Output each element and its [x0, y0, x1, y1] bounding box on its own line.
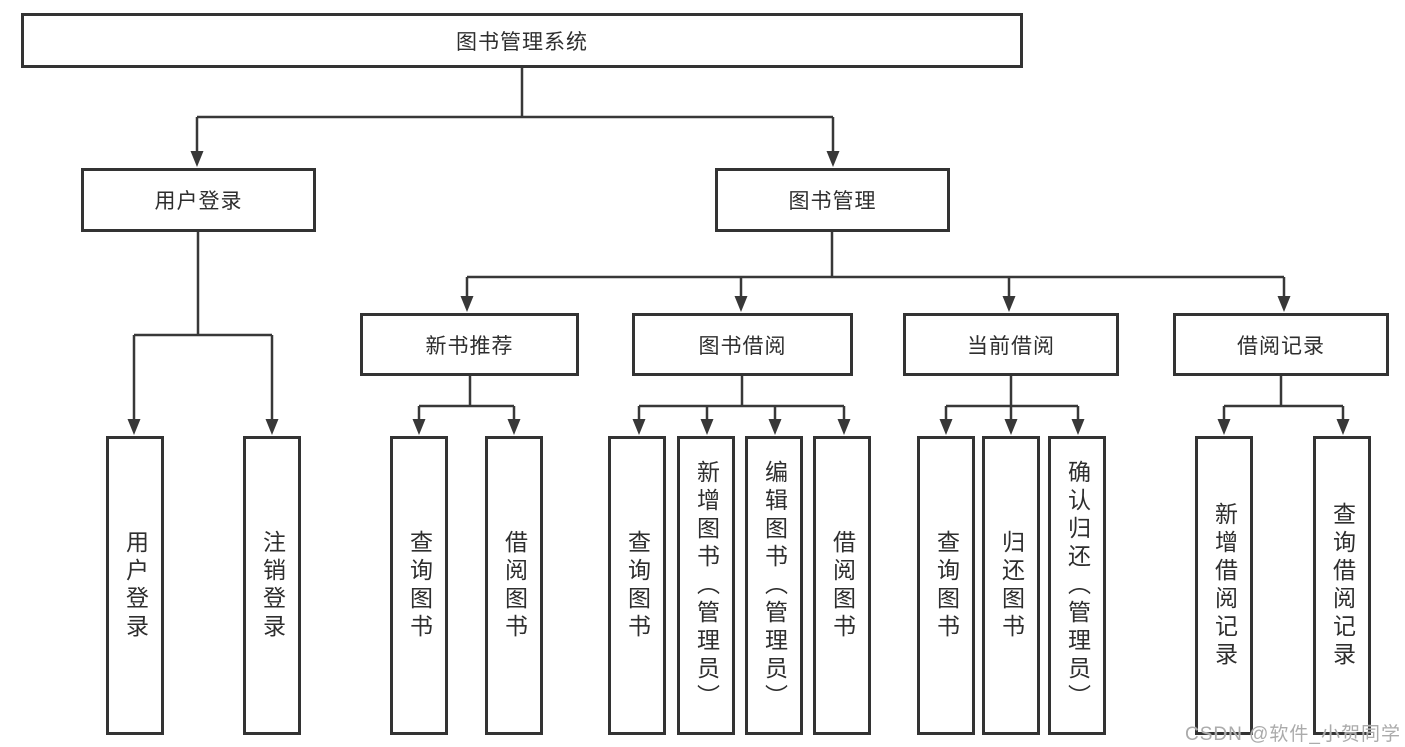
leaf-confirm-return-admin: 确认归还（管理员）	[1048, 436, 1106, 735]
node-library-system: 图书管理系统	[21, 13, 1023, 68]
leaf-return-books: 归还图书	[982, 436, 1040, 735]
leaf-query-books-borrowing: 查询图书	[608, 436, 666, 735]
node-new-book-recommend: 新书推荐	[360, 313, 579, 376]
node-user-login: 用户登录	[81, 168, 316, 232]
leaf-query-books-recommend: 查询图书	[390, 436, 448, 735]
leaf-query-books-current: 查询图书	[917, 436, 975, 735]
leaf-add-borrow-record: 新增借阅记录	[1195, 436, 1253, 735]
node-book-borrowing: 图书借阅	[632, 313, 853, 376]
leaf-logout: 注销登录	[243, 436, 301, 735]
node-book-management: 图书管理	[715, 168, 950, 232]
leaf-query-borrow-record: 查询借阅记录	[1313, 436, 1371, 735]
leaf-edit-book-admin: 编辑图书（管理员）	[745, 436, 803, 735]
leaf-borrow-books-borrowing: 借阅图书	[813, 436, 871, 735]
leaf-add-book-admin: 新增图书（管理员）	[677, 436, 735, 735]
leaf-borrow-books-recommend: 借阅图书	[485, 436, 543, 735]
node-current-borrowing: 当前借阅	[903, 313, 1119, 376]
node-borrowing-records: 借阅记录	[1173, 313, 1389, 376]
csdn-watermark: CSDN @软件_小贺同学	[1185, 724, 1401, 745]
leaf-user-login: 用户登录	[106, 436, 164, 735]
